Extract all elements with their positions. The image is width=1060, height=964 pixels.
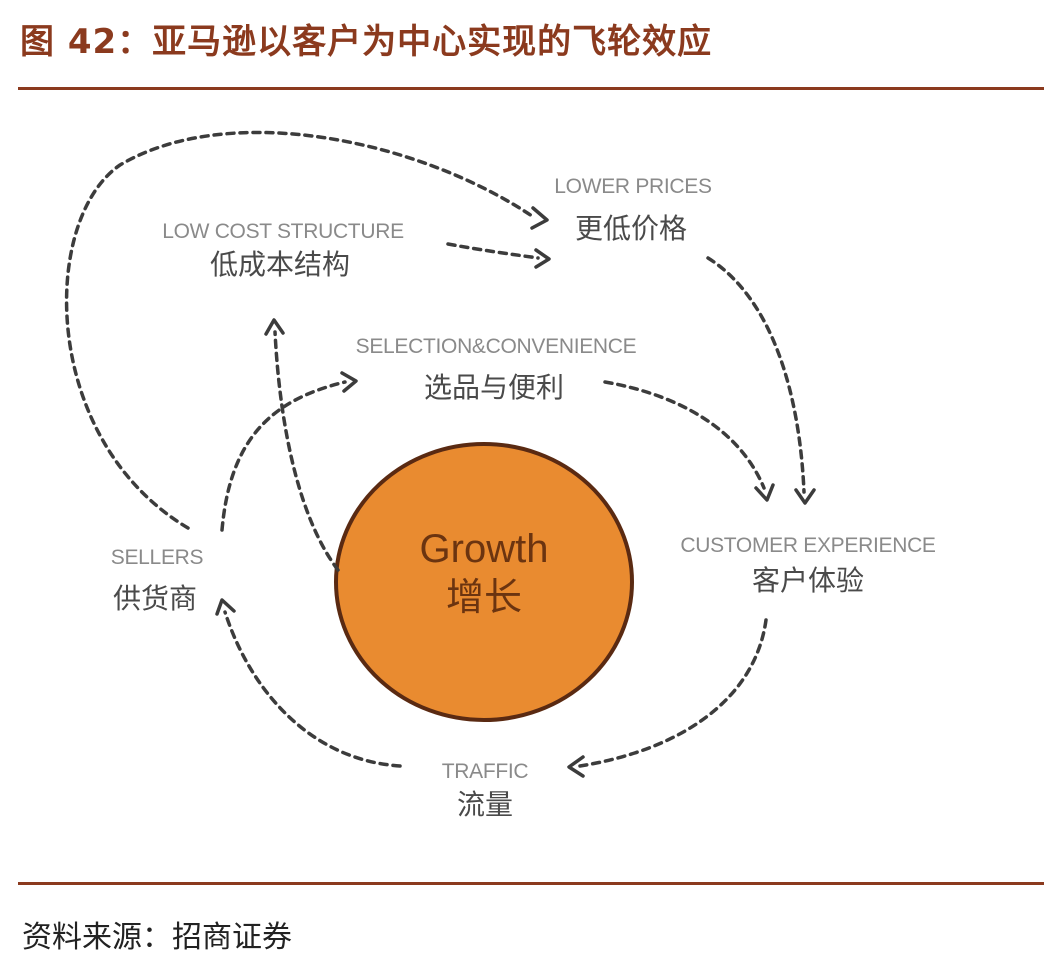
- arrowhead-customer-2: [754, 483, 775, 502]
- arrow-selection-to-customer: [603, 380, 766, 490]
- low-cost-label-en: LOW COST STRUCTURE: [162, 220, 404, 243]
- arrow-sellers-to-lower-prices: [64, 130, 537, 530]
- customer-label-cn: 客户体验: [752, 564, 864, 597]
- lower-prices-label-cn: 更低价格: [575, 212, 687, 245]
- arrowhead-customer-1: [794, 488, 816, 505]
- arrowhead-sellers: [215, 598, 236, 616]
- traffic-label-cn: 流量: [457, 788, 513, 821]
- arrow-growth-to-low-cost: [273, 330, 340, 572]
- arrowhead-traffic: [567, 755, 585, 778]
- source-note: 资料来源：招商证券: [22, 920, 292, 955]
- figure-title: 图 42：亚马逊以客户为中心实现的飞轮效应: [20, 22, 713, 62]
- arrow-low-cost-to-lower-prices: [446, 242, 540, 260]
- arrowhead-selection: [340, 371, 358, 393]
- sellers-label-en: SELLERS: [111, 546, 204, 569]
- growth-label-en: Growth: [420, 527, 549, 571]
- customer-label-en: CUSTOMER EXPERIENCE: [680, 534, 936, 557]
- growth-circle: [334, 442, 634, 722]
- lower-prices-label-en: LOWER PRICES: [554, 175, 712, 198]
- arrow-sellers-to-selection: [220, 380, 347, 532]
- growth-label-cn: 增长: [446, 575, 522, 619]
- selection-label-cn: 选品与便利: [424, 371, 564, 404]
- arrow-lower-prices-to-customer: [706, 256, 806, 494]
- arrow-customer-to-traffic: [578, 618, 768, 768]
- arrowhead-lower-prices-2: [534, 248, 551, 269]
- flywheel-diagram: Growth 增长 LOW COST STRUCTURE 低成本结构 LOWER…: [64, 130, 936, 821]
- traffic-label-en: TRAFFIC: [442, 760, 529, 783]
- selection-label-en: SELECTION&CONVENIENCE: [356, 335, 637, 358]
- sellers-label-cn: 供货商: [113, 582, 197, 615]
- low-cost-label-cn: 低成本结构: [210, 248, 350, 281]
- arrowhead-low-cost: [264, 318, 285, 336]
- bottom-rule: [18, 882, 1044, 885]
- arrowhead-lower-prices-1: [530, 206, 549, 230]
- top-rule: [18, 87, 1044, 90]
- arrow-traffic-to-sellers: [223, 610, 402, 768]
